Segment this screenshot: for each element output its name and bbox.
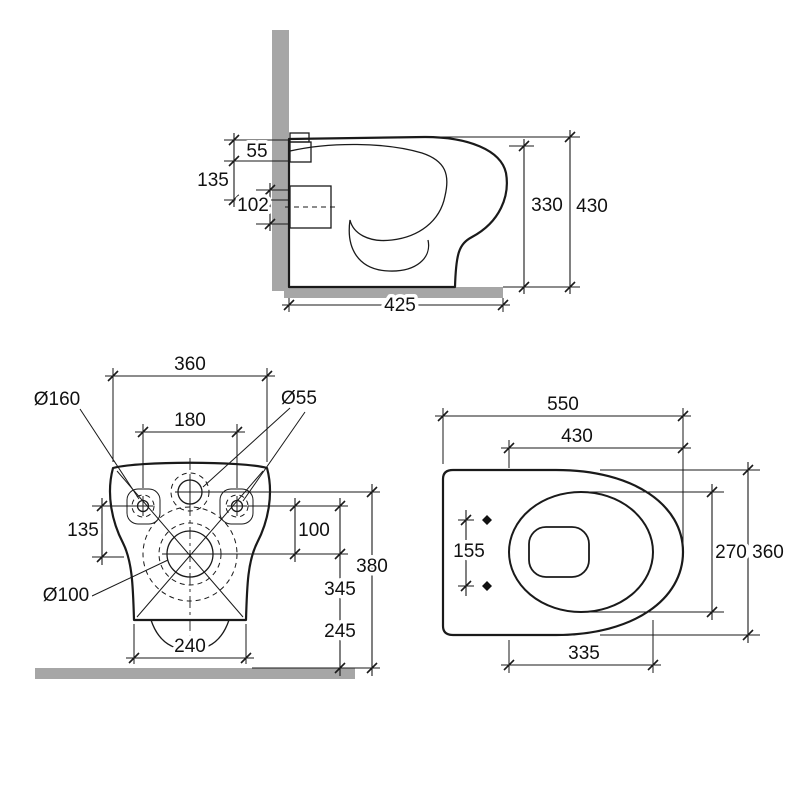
floor-section: [284, 287, 503, 298]
top-extension-lines: [442, 408, 760, 673]
right-fixing-cross: [227, 496, 247, 516]
top-dimension-ticks: [437, 410, 754, 671]
seat-ring: [508, 491, 654, 613]
dim-360-label: 360: [174, 354, 206, 375]
dim-550-label: 550: [547, 394, 579, 415]
dim-245-label: 245: [324, 621, 356, 642]
dim-270-label: 270: [715, 542, 747, 563]
dim-dia160-label: Ø160: [34, 389, 80, 410]
dim-dia55-label: Ø55: [281, 388, 317, 409]
dim-100-label: 100: [298, 520, 330, 541]
diagonal-construction-lines: [116, 470, 264, 618]
dim-135-label: 135: [197, 170, 229, 191]
side-dimension-ticks: [228, 131, 576, 311]
left-fixing-dashed: [131, 494, 155, 518]
dim-360-top-label: 360: [752, 542, 784, 563]
top-dimension-lines: [435, 415, 749, 666]
dim-dia100-label: Ø100: [43, 585, 89, 606]
water-inlet-box: [289, 141, 312, 163]
dim-380-label: 380: [356, 556, 388, 577]
rear-floor-section: [35, 668, 355, 679]
dim-330-label: 330: [531, 195, 563, 216]
top-view: 550 430 155 270 360 335: [435, 391, 787, 673]
dim-335-label: 335: [568, 643, 600, 664]
dim-55-label: 55: [246, 141, 267, 162]
rear-leader-lines: [79, 407, 306, 597]
rear-dimension-lines: [101, 375, 373, 676]
dim-430-label: 430: [576, 196, 608, 217]
rear-view: 360 Ø160 Ø55 180 135 100 Ø100 345 380 24…: [30, 351, 391, 679]
bowl-water-area: [528, 526, 590, 578]
dim-155-label: 155: [453, 541, 485, 562]
bowl-interior-lines: [289, 143, 448, 272]
side-dimension-lines: [233, 130, 571, 306]
inlet-hole-cross: [175, 477, 205, 507]
rear-extension-lines: [92, 368, 380, 669]
toilet-rear-profile: [108, 461, 272, 622]
dim-180-label: 180: [174, 410, 206, 431]
side-view: 55 135 102 330 430 425: [194, 30, 611, 320]
dim-345-label: 345: [324, 579, 356, 600]
rear-dimension-ticks: [96, 370, 378, 674]
dim-240-label: 240: [174, 636, 206, 657]
dim-102-label: 102: [237, 195, 269, 216]
left-fixing-cross: [133, 496, 153, 516]
dim-430-top-label: 430: [561, 426, 593, 447]
dim-425-label: 425: [384, 295, 416, 316]
dim-135-rear-label: 135: [67, 520, 99, 541]
toilet-side-profile: [287, 135, 508, 289]
